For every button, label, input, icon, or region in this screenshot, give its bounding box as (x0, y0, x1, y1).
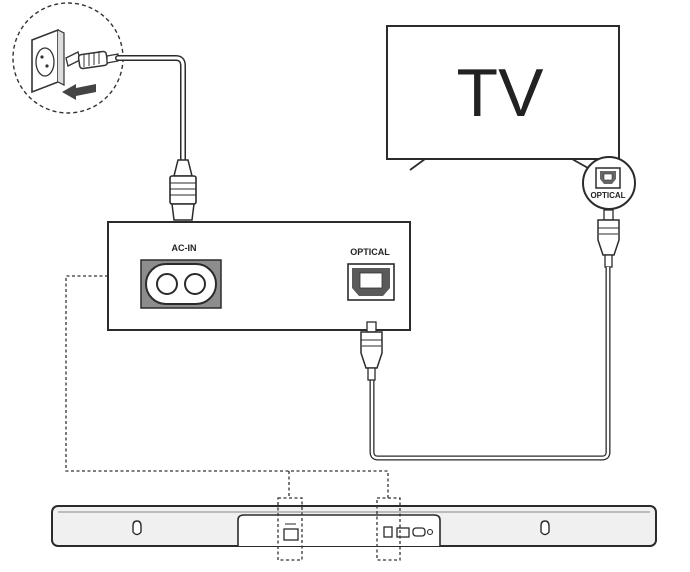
leader-lines (65, 275, 389, 498)
soundbar-power-port (283, 528, 299, 541)
soundbar-hdmi-port (396, 527, 410, 538)
optical-plug-panel-end (360, 321, 383, 381)
tv-optical-port-callout: OPTICAL (582, 156, 636, 210)
optical-port-highlight (376, 497, 401, 561)
soundbar-illustration (51, 497, 657, 561)
ac-in-label: AC-IN (172, 243, 197, 253)
power-plug-icon (65, 50, 119, 70)
power-cord (115, 55, 186, 165)
tv-label: TV (457, 55, 545, 131)
optical-plug-tv-end (597, 209, 620, 268)
outlet-socket-face (35, 47, 55, 77)
power-port-highlight (277, 497, 303, 561)
ac-in-socket (140, 259, 222, 309)
wall-outlet-illustration (12, 2, 124, 114)
optical-input-port (347, 263, 395, 301)
tv-illustration: TV (386, 25, 620, 171)
soundbar-aux-port (426, 528, 434, 536)
soundbar-usb-port (412, 527, 426, 537)
optical-label: OPTICAL (350, 247, 390, 257)
mount-keyhole-left (132, 520, 142, 536)
tv-screen (386, 25, 620, 160)
soundbar-recess (237, 514, 441, 546)
tv-stand-right (571, 158, 589, 169)
tv-stand-left (409, 158, 426, 171)
tv-optical-label: OPTICAL (590, 191, 625, 200)
soundbar-optical-port (383, 526, 393, 538)
insert-arrow-icon (62, 84, 96, 100)
ac-power-plug (169, 159, 197, 221)
mount-keyhole-right (540, 520, 550, 536)
